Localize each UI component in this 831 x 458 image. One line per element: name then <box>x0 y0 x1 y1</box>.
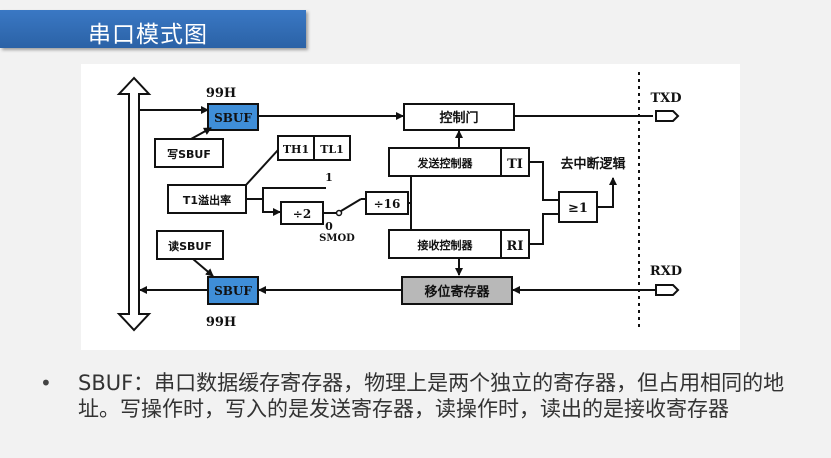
send-controller-label: 发送控制器 <box>417 156 474 170</box>
switch-0-label: 0 <box>325 220 333 233</box>
ri-label: RI <box>507 239 524 254</box>
addr-top-label: 99H <box>206 86 236 101</box>
read-sbuf-pointer <box>192 258 214 277</box>
or-gate-label: ≥1 <box>568 201 588 216</box>
control-gate-label: 控制门 <box>439 110 478 126</box>
tl1-box <box>313 135 351 161</box>
sbuf-top-box <box>207 103 259 131</box>
t1-to-th1-line <box>245 149 279 186</box>
ri-box <box>500 229 530 259</box>
switch-blade <box>340 198 362 212</box>
read-sbuf-box <box>156 230 224 260</box>
switch-1-label: 1 <box>325 171 333 184</box>
sbuf-top-label: SBUF <box>214 111 252 125</box>
rxd-label: RXD <box>650 264 682 279</box>
ti-to-or-line <box>529 161 559 201</box>
t1-to-div2-line <box>246 198 281 216</box>
page-title: 串口模式图 <box>88 22 208 48</box>
th1-label: TH1 <box>283 143 309 156</box>
title-bar: 串口模式图 <box>0 10 306 48</box>
serial-mode-diagram: SBUF 99H 写SBUF 控制门 TXD TH1 TL1 T1溢出率 ÷2 <box>81 64 740 350</box>
write-sbuf-pointer <box>190 127 212 140</box>
div2-label: ÷2 <box>293 207 311 221</box>
switch-pivot <box>335 209 343 217</box>
control-gate-box <box>403 103 515 131</box>
bullet-marker: • <box>40 371 52 395</box>
sbuf-bottom-label: SBUF <box>214 284 252 298</box>
diagram-canvas: SBUF 99H 写SBUF 控制门 TXD TH1 TL1 T1溢出率 ÷2 <box>116 72 682 332</box>
interrupt-logic-label: 去中断逻辑 <box>560 156 625 172</box>
or-to-interrupt-line <box>597 177 617 208</box>
shift-register-box <box>401 276 513 305</box>
write-sbuf-label: 写SBUF <box>167 148 211 161</box>
smod-label: SMOD <box>319 233 355 244</box>
tl1-label: TL1 <box>320 143 344 156</box>
div16-label: ÷16 <box>374 197 401 211</box>
read-sbuf-label: 读SBUF <box>168 239 212 253</box>
bullet-text: SBUF：串口数据缓存寄存器，物理上是两个独立的寄存器，但占用相同的地址。写操作… <box>78 371 785 421</box>
recv-controller-label: 接收控制器 <box>418 238 474 252</box>
ri-to-or-line <box>529 213 559 245</box>
rxd-pin <box>655 284 680 296</box>
t1-overflow-label: T1溢出率 <box>183 193 231 207</box>
recv-controller-box <box>388 229 502 259</box>
txd-label: TXD <box>650 91 681 106</box>
shift-register-label: 移位寄存器 <box>424 284 490 300</box>
txd-pin <box>655 110 680 122</box>
data-bus-arrow <box>116 76 152 332</box>
bypass-line <box>262 187 326 199</box>
write-sbuf-box <box>154 138 224 168</box>
addr-bottom-label: 99H <box>206 315 236 330</box>
or-gate-box <box>558 191 598 223</box>
ti-label: TI <box>507 157 523 172</box>
